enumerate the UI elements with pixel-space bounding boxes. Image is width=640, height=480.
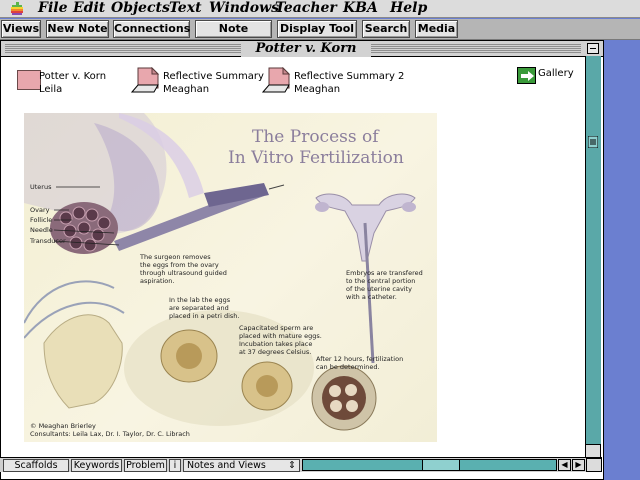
label-follicle: Follicle: [30, 216, 53, 224]
problem-tab[interactable]: Problem: [124, 459, 167, 472]
media-button[interactable]: Media: [415, 20, 458, 38]
scroll-left-arrow-icon[interactable]: ◀: [558, 459, 571, 471]
menu-kba[interactable]: KBA: [343, 0, 378, 16]
scaffolds-tab[interactable]: Scaffolds: [3, 459, 69, 472]
menu-objects[interactable]: Objects: [111, 0, 170, 16]
doc-label-reflective-summary[interactable]: Reflective Summary Meaghan: [163, 70, 264, 96]
menu-file[interactable]: File: [38, 0, 68, 16]
menu-help[interactable]: Help: [390, 0, 428, 16]
resize-grow-box-icon[interactable]: [586, 458, 602, 472]
label-needle: Needle: [30, 226, 53, 234]
menu-text[interactable]: Text: [169, 0, 202, 16]
label-transducer: Transducer: [30, 237, 66, 245]
doc-author: Meaghan: [163, 84, 210, 95]
doc-author: Meaghan: [294, 84, 341, 95]
doc-label-potter[interactable]: Potter v. Korn Leila: [39, 70, 106, 96]
info-tab[interactable]: i: [169, 459, 181, 472]
menu-teacher[interactable]: Teacher: [275, 0, 337, 16]
ivf-drawing: [24, 113, 416, 431]
scroll-down-arrow-icon[interactable]: [585, 444, 601, 458]
apple-menu-icon[interactable]: [9, 2, 25, 16]
label-uterus: Uterus: [30, 183, 52, 191]
ivf-title-line1: The Process of: [252, 127, 379, 147]
ivf-illustration[interactable]: The Process of In Vitro Fertilization Ut…: [24, 113, 437, 442]
view-select-value: Notes and Views: [187, 460, 266, 471]
view-select[interactable]: Notes and Views ⇕: [183, 459, 300, 472]
window-titlebar[interactable]: Potter v. Korn: [1, 41, 603, 57]
views-button[interactable]: Views: [1, 20, 41, 38]
doc-title: Reflective Summary 2: [294, 71, 405, 82]
ivf-title-line2: In Vitro Fertilization: [228, 148, 404, 168]
doc-title: Reflective Summary: [163, 71, 264, 82]
doc-title: Potter v. Korn: [39, 71, 107, 82]
search-button[interactable]: Search: [362, 20, 410, 38]
credit-artist: © Meaghan Brierley: [30, 422, 96, 430]
new-note-button[interactable]: New Note: [46, 20, 109, 38]
doc-label-reflective-summary-2[interactable]: Reflective Summary 2 Meaghan: [294, 70, 404, 96]
doc-author: Leila: [39, 84, 63, 95]
folded-doc-icon[interactable]: [130, 67, 160, 94]
popup-arrows-icon: ⇕: [288, 460, 296, 471]
note-reader-button[interactable]: Note Reader: [195, 20, 272, 51]
menu-bar: File Edit Objects Text Windows Teacher K…: [0, 0, 640, 18]
label-ovary: Ovary: [30, 206, 50, 214]
note-card-icon[interactable]: [17, 70, 41, 90]
display-tool-button[interactable]: Display Tool: [277, 20, 357, 38]
vertical-scrollbar[interactable]: [585, 56, 601, 456]
scroll-thumb-grip-icon[interactable]: [588, 136, 598, 148]
arrow-right-icon[interactable]: [517, 67, 536, 84]
scroll-right-arrow-icon[interactable]: ▶: [572, 459, 585, 471]
folded-doc-icon[interactable]: [261, 67, 291, 94]
credit-consultants: Consultants: Leila Lax, Dr. I. Taylor, D…: [30, 430, 190, 438]
collapse-box-icon[interactable]: [587, 43, 599, 54]
keywords-tab[interactable]: Keywords: [71, 459, 122, 472]
menu-edit[interactable]: Edit: [73, 0, 106, 16]
menu-windows[interactable]: Windows: [209, 0, 280, 16]
gallery-label[interactable]: Gallery: [538, 68, 574, 79]
toolbar: Views New Note Connections Note Reader D…: [0, 19, 640, 51]
window-title: Potter v. Korn: [241, 41, 371, 57]
connections-button[interactable]: Connections: [113, 20, 190, 38]
horizontal-scroll-thumb[interactable]: [422, 459, 460, 471]
